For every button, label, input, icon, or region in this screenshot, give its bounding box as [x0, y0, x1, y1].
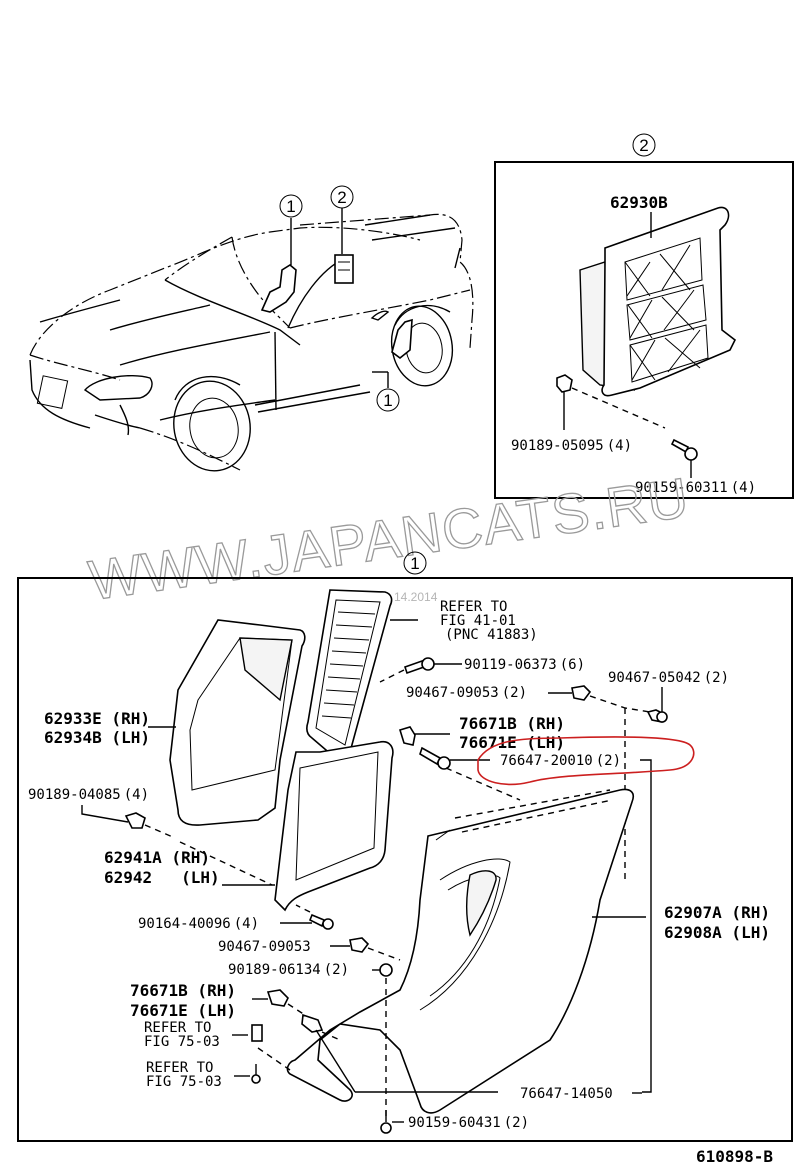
detail-2-marker: 2 [632, 133, 656, 157]
label-90189-04085: 90189-04085(4) [28, 787, 149, 803]
svg-text:2: 2 [337, 188, 346, 207]
label-62908a-lh: 62908A (LH) [664, 923, 770, 942]
clip-icon [349, 937, 370, 953]
label-76647-20010: 76647-20010(2) [500, 753, 621, 769]
svg-text:1: 1 [383, 391, 392, 410]
faint-stamp: 14.2014 [394, 590, 438, 604]
car-overview-illustration [29, 208, 474, 472]
refer-note-75-03-a: REFER TO FIG 75-03 [144, 1020, 220, 1050]
highlight-annotation [477, 736, 695, 786]
screw-icon [251, 1064, 261, 1084]
bracket-clip-icon [398, 726, 416, 746]
clip-icon [251, 1024, 263, 1042]
label-90467-09053-lower: 90467-09053 [218, 939, 311, 955]
label-90164-40096: 90164-40096(4) [138, 916, 259, 932]
label-76671e-lh-lower: 76671E (LH) [130, 1001, 236, 1020]
refer-note-75-03-b: REFER TO FIG 75-03 [146, 1060, 222, 1090]
clip-icon [124, 812, 146, 829]
clip-icon [556, 374, 573, 393]
detail-1-section: 1 14.2014 REFER TO FIG 41-01 (PNC 41883) [17, 551, 793, 1142]
label-90467-09053-top: 90467-09053(2) [406, 685, 527, 701]
label-90189-05095: 90189-05095(4) [511, 438, 632, 454]
clip-icon [571, 685, 592, 701]
screw-icon [646, 709, 668, 723]
label-62933e-rh: 62933E (RH) [44, 709, 150, 728]
label-62930b: 62930B [610, 193, 668, 212]
label-76647-14050: 76647-14050 [520, 1086, 613, 1102]
refer-note-41-01: REFER TO FIG 41-01 (PNC 41883) [440, 599, 538, 643]
drawing-number: 610898-B [696, 1147, 773, 1166]
label-76671b-rh-lower: 76671B (RH) [130, 981, 236, 1000]
label-62907a-rh: 62907A (RH) [664, 903, 770, 922]
callout-marker-1-side: 1 [376, 388, 400, 412]
callout-marker-2-window: 2 [330, 185, 354, 209]
svg-text:1: 1 [286, 197, 295, 216]
detail-2-section: 2 62930B 90189-05095(4) 90159 [494, 133, 794, 499]
bracket-clip-icon [266, 989, 289, 1007]
label-62941a-rh: 62941A (RH) [104, 848, 210, 867]
label-62934b-lh: 62934B (LH) [44, 728, 150, 747]
nut-icon [379, 963, 393, 977]
bolt-icon [380, 1110, 392, 1134]
screw-icon [308, 913, 334, 930]
label-90159-60311: 90159-60311(4) [635, 480, 756, 496]
detail-1-frame [17, 577, 793, 1142]
label-90119-06373: 90119-06373(6) [464, 657, 585, 673]
label-76671b-rh-top: 76671B (RH) [459, 714, 565, 733]
svg-text:1: 1 [410, 554, 419, 573]
duct-drawing [169, 619, 306, 826]
side-cover-drawing [286, 788, 635, 1114]
gasket-drawing [274, 740, 394, 912]
detail-2-frame [494, 161, 794, 499]
bolt-icon [403, 657, 435, 675]
label-90467-05042: 90467-05042(2) [608, 670, 729, 686]
screw-icon [670, 438, 698, 461]
detail-1-marker: 1 [403, 551, 427, 575]
stud-icon [301, 1013, 324, 1033]
label-76671e-lh-top: 76671E (LH) [459, 733, 565, 752]
label-90159-60431: 90159-60431(2) [408, 1115, 529, 1131]
watermark-text: WWW.JAPANCATS.RU [85, 465, 693, 612]
callout-marker-1-pillar: 1 [279, 194, 303, 218]
label-90189-06134: 90189-06134(2) [228, 962, 349, 978]
part-62930b-drawing [579, 206, 737, 397]
grille-drawing [306, 589, 393, 759]
stud-icon [419, 746, 451, 770]
label-62942-lh: 62942 (LH) [104, 868, 220, 887]
svg-text:2: 2 [639, 136, 648, 155]
